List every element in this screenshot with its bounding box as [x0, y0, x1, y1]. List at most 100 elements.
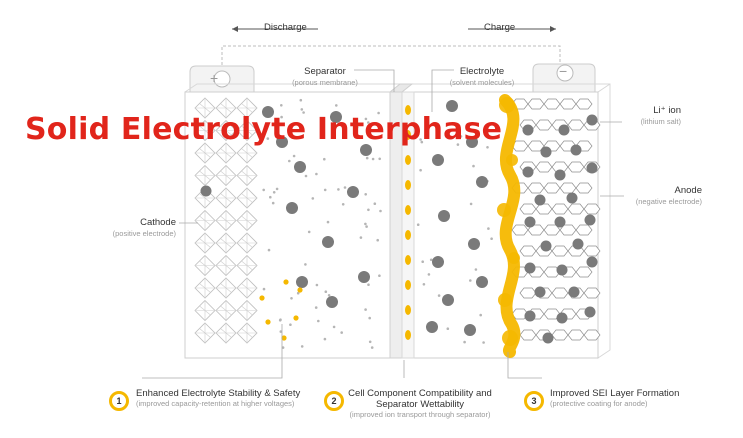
solvent-molecule — [420, 140, 424, 144]
cathode-title: Cathode — [140, 217, 176, 228]
solvent-molecule — [377, 111, 380, 115]
anode-ion — [540, 146, 552, 158]
solvent-molecule — [326, 220, 330, 224]
electrolyte-ion — [347, 186, 359, 198]
electrolyte-ion — [296, 276, 308, 288]
feature-3-title: Improved SEI Layer Formation — [550, 388, 680, 399]
solvent-molecule — [262, 188, 266, 192]
solvent-molecule — [419, 138, 422, 141]
solvent-molecule — [304, 263, 307, 266]
sei-particle — [265, 319, 271, 325]
graphite-hex — [583, 287, 601, 299]
anode-title: Anode — [674, 185, 702, 196]
cathode-cell — [194, 209, 216, 232]
solvent-molecule — [324, 290, 328, 294]
graphite-hex — [567, 329, 585, 341]
anode-ion — [542, 332, 554, 344]
electrolyte-ion — [276, 136, 288, 148]
anode-ion — [522, 124, 534, 136]
solvent-molecule — [487, 227, 490, 230]
sei-layer — [499, 94, 521, 358]
feature-3-badge: 3 — [524, 391, 544, 411]
anode-ion — [534, 194, 546, 206]
cathode-ion — [200, 185, 212, 197]
solvent-molecule — [376, 238, 380, 242]
anode-ion — [554, 169, 566, 181]
cathode-cell — [215, 254, 237, 277]
graphite-hex — [519, 245, 537, 257]
graphite-hex — [567, 203, 585, 215]
separator-channel — [405, 305, 411, 315]
lithium-ions — [262, 100, 488, 336]
graphite-hex — [567, 161, 585, 173]
graphite-hex — [535, 119, 553, 131]
anode-ion — [586, 114, 598, 126]
charge-label: Charge — [484, 22, 516, 33]
solvent-molecule — [421, 260, 425, 264]
solvent-molecule — [446, 327, 450, 331]
solvent-molecule — [416, 223, 420, 226]
anode-ion — [524, 216, 536, 228]
anode-graphite-layers — [511, 98, 601, 344]
solvent-molecule — [364, 308, 367, 311]
feature-1-badge: 1 — [109, 391, 129, 411]
solvent-molecule — [271, 201, 275, 205]
electrolyte-ion — [466, 136, 478, 148]
solvent-molecule — [335, 104, 338, 107]
separator-channel — [405, 205, 411, 215]
solvent-molecule — [279, 330, 283, 333]
anode-ion — [556, 264, 568, 276]
cathode-cell — [215, 277, 237, 299]
graphite-hex — [583, 245, 601, 257]
cathode-cell — [215, 142, 237, 164]
electrolyte-ion — [446, 100, 458, 112]
feature-2-badge: 2 — [324, 391, 344, 411]
anode-ion — [584, 306, 596, 318]
cathode-cell — [236, 254, 258, 277]
graphite-hex — [511, 224, 529, 236]
anode-ion — [568, 286, 580, 298]
solvent-molecule — [371, 157, 375, 161]
positive-terminal-label: + — [210, 70, 219, 86]
cathode-cell — [194, 232, 216, 254]
feature-3-subtitle: (protective coating for anode) — [550, 398, 648, 408]
cathode-cell — [194, 119, 216, 142]
anode-ion — [586, 162, 598, 174]
li-ion-subtitle: (lithium salt) — [640, 117, 681, 127]
positive-terminal — [189, 65, 255, 92]
anode-ion — [540, 240, 552, 252]
graphite-hex — [551, 287, 569, 299]
sei-blob — [508, 252, 520, 264]
solvent-molecule — [367, 121, 370, 124]
solvent-molecule — [378, 157, 382, 161]
solvent-molecule — [429, 258, 433, 262]
electrolyte-ion — [432, 154, 444, 166]
separator-label: Separator (porous membrane) — [282, 61, 368, 88]
solvent-molecule — [379, 209, 382, 213]
electrolyte-ion — [442, 294, 454, 306]
anode-ion — [522, 166, 534, 178]
anode-ion — [534, 286, 546, 298]
solvent-molecule — [307, 230, 311, 234]
cathode-cell — [215, 97, 237, 119]
anode-subtitle: (negative electrode) — [635, 197, 702, 207]
graphite-hex — [575, 266, 593, 278]
solvent-molecule — [288, 159, 291, 163]
graphite-hex — [559, 182, 577, 194]
solvent-molecule — [365, 225, 368, 228]
solvent-molecule — [289, 323, 292, 327]
electrolyte-ion — [262, 106, 274, 118]
separator-membrane — [388, 83, 415, 359]
feature-1-title: Enhanced Electrolyte Stability & Safety — [136, 388, 301, 399]
solvent-molecule — [262, 287, 266, 291]
cathode-cell — [194, 164, 216, 187]
solvent-molecule — [300, 108, 304, 111]
electrolyte-ion — [294, 161, 306, 173]
electrolyte-ion — [426, 321, 438, 333]
electrolyte-ion — [326, 296, 338, 308]
cathode-cell — [236, 277, 258, 299]
cathode-cell — [215, 187, 237, 209]
anode-ion — [586, 256, 598, 268]
electrolyte-ion — [476, 276, 488, 288]
anode-ion — [524, 310, 536, 322]
